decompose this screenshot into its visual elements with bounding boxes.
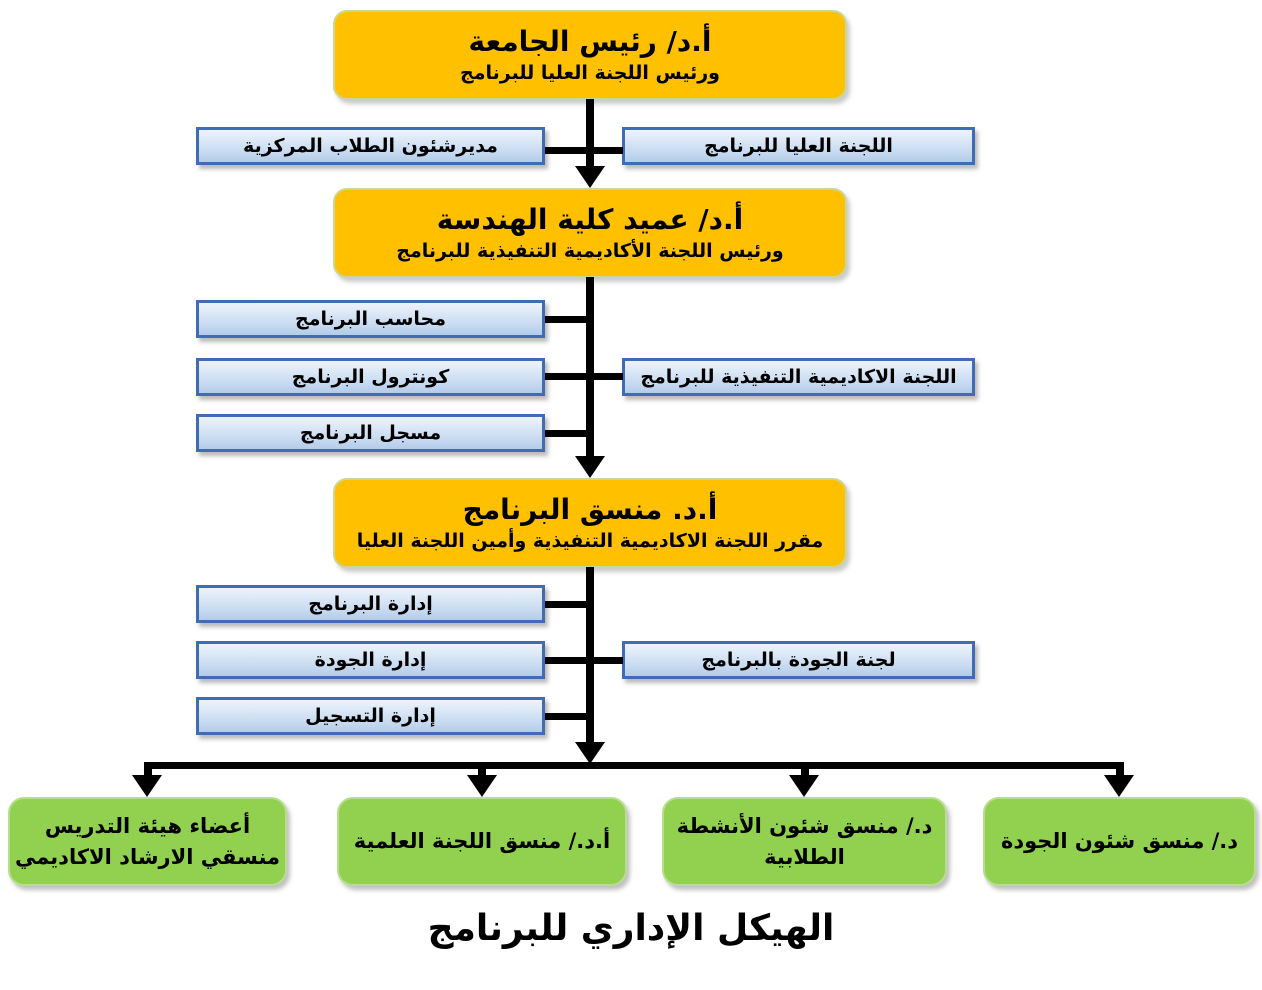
connector-trunk-1: [586, 99, 594, 168]
box-quality-administration: إدارة الجودة: [196, 641, 545, 679]
box-registration-administration: إدارة التسجيل: [196, 697, 545, 735]
arrowhead-to-dean: [575, 166, 605, 188]
arrowhead-to-quality: [1104, 775, 1134, 797]
connector-trunk-3: [586, 567, 594, 744]
connector-registration-admin: [545, 713, 594, 720]
box-label-line2: منسقي الارشاد الاكاديمي: [14, 844, 281, 869]
connector-row1: [545, 147, 623, 154]
box-subtitle: ورئيس اللجنة الأكاديمية التنفيذية للبرنا…: [396, 239, 784, 262]
diagram-title: الهيكل الإداري للبرنامج: [427, 908, 835, 949]
box-subtitle: ورئيس اللجنة العليا للبرنامج: [460, 61, 720, 84]
box-label-line2: الطلابية: [764, 844, 845, 869]
connector-quality-admin-committee: [545, 657, 623, 664]
box-program-control: كونترول البرنامج: [196, 358, 545, 396]
arrowhead-to-distributor: [575, 742, 605, 764]
box-label: اللجنة العليا للبرنامج: [704, 135, 893, 157]
arrowhead-to-faculty: [132, 775, 162, 797]
connector-registrar: [545, 430, 594, 437]
box-title: أ.د. منسق البرنامج: [462, 492, 718, 526]
connector-program-admin: [545, 601, 594, 608]
arrowhead-to-scientific: [467, 775, 497, 797]
box-label-line1: أعضاء هيئة التدريس: [44, 813, 251, 838]
connector-trunk-2: [586, 277, 594, 457]
box-title: أ.د/ رئيس الجامعة: [468, 24, 712, 58]
box-label: إدارة التسجيل: [305, 705, 436, 727]
box-supreme-committee: اللجنة العليا للبرنامج: [622, 127, 975, 165]
box-label-line1: أ.د./ منسق اللجنة العلمية: [353, 829, 611, 853]
box-program-registrar: مسجل البرنامج: [196, 414, 545, 452]
box-program-accountant: محاسب البرنامج: [196, 300, 545, 338]
box-program-quality-committee: لجنة الجودة بالبرنامج: [622, 641, 975, 679]
drop-3: [801, 767, 809, 777]
arrowhead-to-activities: [789, 775, 819, 797]
box-label: اللجنة الاكاديمية التنفيذية للبرنامج: [640, 366, 957, 388]
box-label: كونترول البرنامج: [291, 366, 450, 388]
drop-2: [478, 767, 486, 777]
drop-1: [144, 767, 152, 777]
connector-distributor: [144, 762, 1124, 769]
drop-4: [1116, 767, 1124, 777]
connector-accountant: [545, 316, 594, 323]
box-central-students-affairs: مديرشئون الطلاب المركزية: [196, 127, 545, 165]
box-label: لجنة الجودة بالبرنامج: [701, 649, 896, 671]
box-program-coordinator: أ.د. منسق البرنامج مقرر اللجنة الاكاديمي…: [333, 478, 847, 568]
box-label-line1: د./ منسق شئون الجودة: [1000, 829, 1239, 853]
box-student-activities-coordinator: د./ منسق شئون الأنشطة الطلابية: [662, 797, 947, 886]
box-quality-affairs-coordinator: د./ منسق شئون الجودة: [983, 797, 1256, 886]
box-subtitle: مقرر اللجنة الاكاديمية التنفيذية وأمين ا…: [356, 529, 824, 552]
box-engineering-dean: أ.د/ عميد كلية الهندسة ورئيس اللجنة الأك…: [333, 188, 847, 278]
box-academic-executive-committee: اللجنة الاكاديمية التنفيذية للبرنامج: [622, 358, 975, 396]
box-faculty-academic-advisors: أعضاء هيئة التدريس منسقي الارشاد الاكادي…: [8, 797, 287, 886]
box-title: أ.د/ عميد كلية الهندسة: [436, 202, 744, 236]
box-label: مسجل البرنامج: [299, 422, 442, 444]
box-label-line1: د./ منسق شئون الأنشطة: [676, 813, 933, 838]
box-label: إدارة الجودة: [314, 649, 427, 671]
box-label: محاسب البرنامج: [295, 308, 446, 330]
box-label: إدارة البرنامج: [308, 593, 433, 615]
arrowhead-to-coordinator: [575, 456, 605, 478]
box-scientific-committee-coordinator: أ.د./ منسق اللجنة العلمية: [337, 797, 627, 886]
connector-control-committee: [545, 373, 623, 380]
box-program-administration: إدارة البرنامج: [196, 585, 545, 623]
box-university-president: أ.د/ رئيس الجامعة ورئيس اللجنة العليا لل…: [333, 10, 847, 100]
box-label: مديرشئون الطلاب المركزية: [243, 135, 498, 157]
